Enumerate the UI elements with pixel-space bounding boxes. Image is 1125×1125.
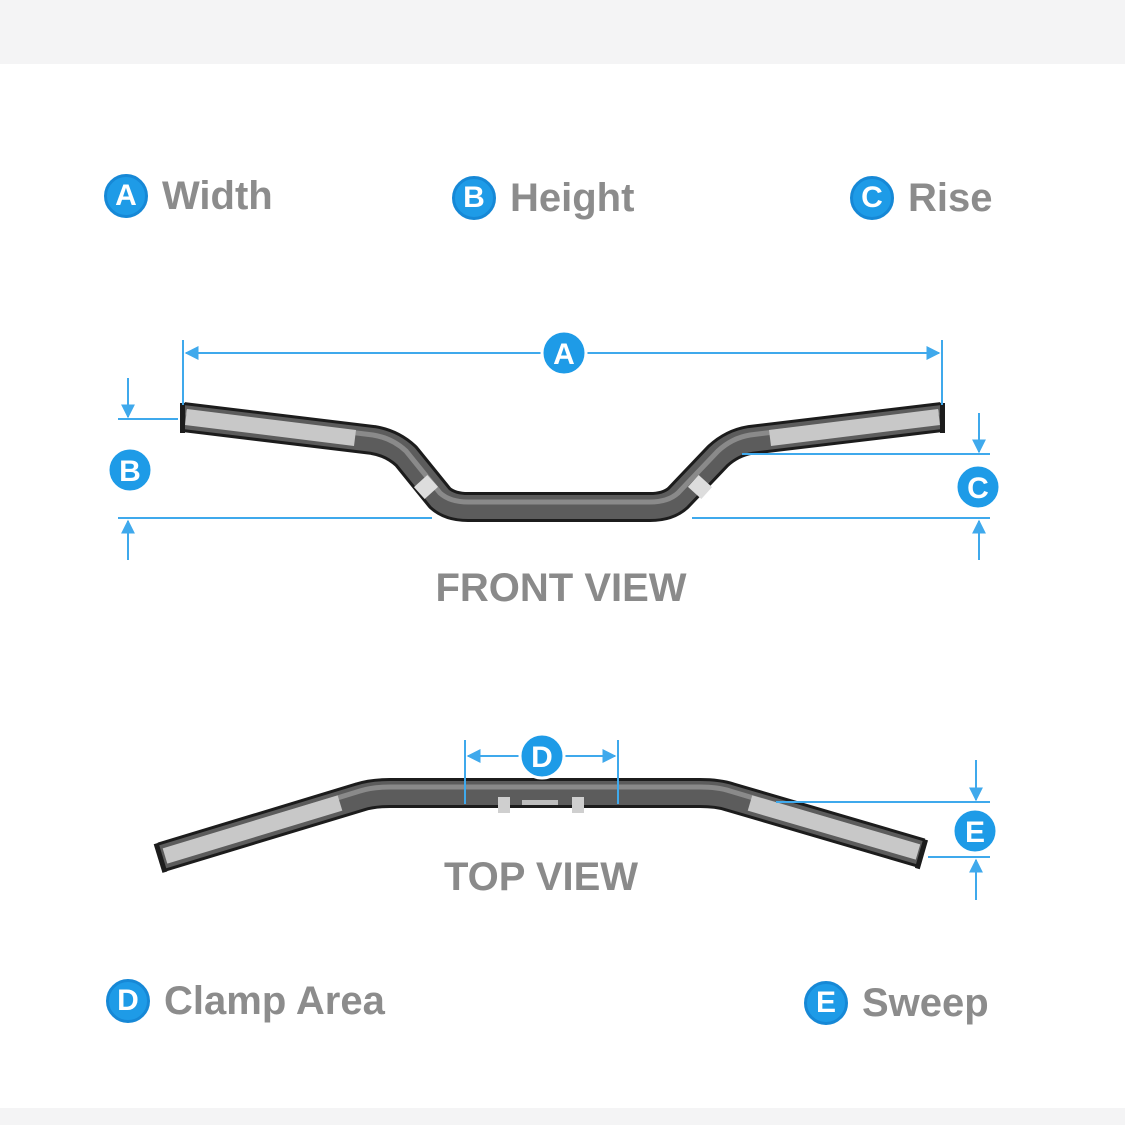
clamp-mark-left — [498, 797, 510, 813]
top-view-title: TOP VIEW — [444, 855, 638, 899]
top-marker-e-letter: E — [965, 816, 985, 849]
top-handlebar-highlight — [164, 784, 919, 854]
front-right-grip — [769, 409, 940, 446]
top-marker-e — [951, 807, 999, 855]
top-view: D E TOP VIEW — [153, 732, 999, 900]
front-view: A B C FRONT VIEW — [106, 329, 1002, 610]
legend-sweep: E Sweep — [804, 978, 989, 1028]
top-marker-d — [518, 732, 566, 780]
badge-b: B — [452, 176, 496, 220]
legend-clamp-area: D Clamp Area — [106, 976, 385, 1026]
top-left-end — [153, 842, 168, 873]
legend-height-label: Height — [510, 175, 635, 220]
clamp-mark-center — [522, 800, 558, 805]
front-left-end — [180, 403, 185, 433]
top-right-end — [914, 839, 929, 870]
front-right-end — [940, 403, 945, 433]
front-view-title: FRONT VIEW — [435, 566, 686, 610]
front-marker-b — [106, 446, 154, 494]
front-marker-b-letter: B — [119, 455, 141, 488]
clamp-mark-right — [572, 797, 584, 813]
top-marker-d-letter: D — [531, 741, 553, 774]
top-right-grip — [747, 795, 921, 860]
front-marker-a-letter: A — [553, 338, 575, 371]
front-handlebar-fill — [181, 405, 944, 519]
legend-sweep-label: Sweep — [862, 980, 989, 1025]
front-handlebar-highlight — [185, 409, 940, 505]
legend-width-label: Width — [162, 173, 273, 218]
top-band — [0, 0, 1125, 64]
front-marker-c — [954, 463, 1002, 511]
top-handlebar-fill — [158, 781, 925, 869]
legend-height: B Height — [452, 173, 634, 223]
front-left-grip — [185, 409, 356, 446]
badge-e: E — [804, 981, 848, 1025]
badge-a: A — [104, 174, 148, 218]
badge-c: C — [850, 176, 894, 220]
front-left-logo — [413, 475, 439, 499]
front-right-logo — [687, 475, 713, 499]
badge-d: D — [106, 979, 150, 1023]
front-marker-a — [540, 329, 588, 377]
top-left-grip — [162, 795, 343, 864]
legend-rise-label: Rise — [908, 175, 993, 220]
front-marker-c-letter: C — [967, 472, 989, 505]
bottom-band — [0, 1108, 1125, 1125]
legend-width: A Width — [104, 171, 273, 221]
legend-clamp-area-label: Clamp Area — [164, 978, 385, 1023]
legend-rise: C Rise — [850, 173, 993, 223]
